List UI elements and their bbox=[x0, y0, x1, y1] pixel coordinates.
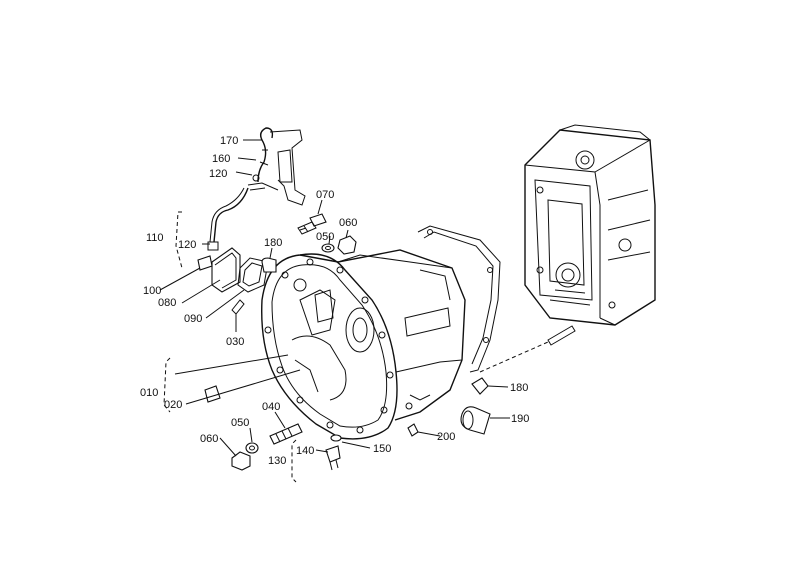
label-020: 020 bbox=[164, 399, 182, 411]
label-100: 100 bbox=[143, 285, 161, 297]
label-160: 160 bbox=[212, 153, 230, 165]
label-200: 200 bbox=[437, 431, 455, 443]
washer-050-bottom bbox=[245, 442, 259, 454]
label-110: 110 bbox=[146, 232, 164, 244]
label-050-top: 050 bbox=[316, 231, 334, 243]
label-060-bottom: 060 bbox=[200, 433, 218, 445]
part-labels: 170 160 120 070 060 110 120 050 180 100 … bbox=[140, 135, 529, 467]
plug-020 bbox=[204, 385, 221, 403]
plug-200 bbox=[407, 423, 419, 437]
nut-060-bottom bbox=[231, 451, 251, 471]
label-040: 040 bbox=[262, 401, 280, 413]
long-stud bbox=[479, 325, 576, 373]
label-170: 170 bbox=[220, 135, 238, 147]
bushing-190 bbox=[460, 406, 491, 435]
gasket-090 bbox=[237, 257, 269, 293]
dowel-180-bottom bbox=[471, 377, 489, 395]
label-050-bottom: 050 bbox=[231, 417, 249, 429]
label-150: 150 bbox=[373, 443, 391, 455]
label-080: 080 bbox=[158, 297, 176, 309]
drain-plug-140 bbox=[325, 445, 341, 471]
bolt-070 bbox=[297, 213, 327, 235]
nut-060-top bbox=[337, 235, 357, 255]
label-090: 090 bbox=[184, 313, 202, 325]
washer-050-top bbox=[321, 243, 335, 253]
cover-plate bbox=[211, 247, 241, 293]
label-180-top: 180 bbox=[264, 237, 282, 249]
clutch-housing bbox=[261, 249, 466, 440]
rear-transmission-case bbox=[524, 124, 656, 326]
leader-lines bbox=[159, 139, 510, 483]
label-190: 190 bbox=[511, 413, 529, 425]
stud-040 bbox=[269, 423, 303, 445]
label-060-top: 060 bbox=[339, 217, 357, 229]
label-010: 010 bbox=[140, 387, 158, 399]
label-070: 070 bbox=[316, 189, 334, 201]
label-130: 130 bbox=[268, 455, 286, 467]
seal-150 bbox=[330, 434, 342, 442]
gasket bbox=[417, 225, 501, 373]
plug-100 bbox=[197, 255, 213, 271]
label-120-mid: 120 bbox=[178, 239, 196, 251]
label-140: 140 bbox=[296, 445, 314, 457]
label-030: 030 bbox=[226, 336, 244, 348]
label-120-top: 120 bbox=[209, 168, 227, 180]
pin-030 bbox=[231, 299, 245, 315]
label-180-bottom: 180 bbox=[510, 382, 528, 394]
dowel-180-top bbox=[261, 257, 277, 273]
